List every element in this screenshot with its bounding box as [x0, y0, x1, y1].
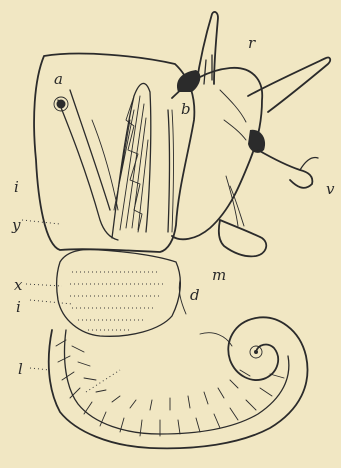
spiral-visceral-mass	[49, 280, 308, 448]
proboscis-v	[258, 150, 312, 188]
label-i-lower: i	[16, 298, 21, 316]
inner-tubes	[58, 90, 118, 240]
visceral-stipple	[70, 272, 164, 330]
columella-b	[168, 110, 170, 232]
visceral-sac-x	[57, 250, 181, 337]
label-i-upper: i	[14, 178, 19, 196]
label-l: l	[18, 360, 23, 378]
foot-lobe-m	[219, 220, 266, 256]
label-b: b	[181, 100, 191, 118]
label-a: a	[54, 70, 63, 88]
label-v: v	[326, 180, 335, 198]
label-d: d	[190, 286, 200, 304]
eye-spot	[57, 100, 66, 109]
label-x: x	[14, 276, 23, 294]
label-y: y	[11, 216, 21, 234]
label-r: r	[248, 34, 256, 52]
gill-feather	[112, 83, 151, 238]
label-m: m	[212, 266, 226, 284]
